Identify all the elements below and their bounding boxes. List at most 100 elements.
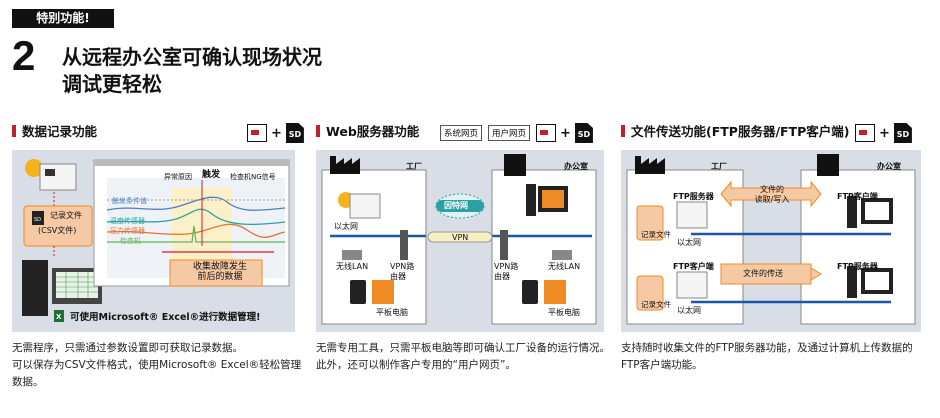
title-line-2: 调试更轻松	[62, 72, 162, 96]
plc-icon	[676, 271, 708, 299]
ng-signal-label: 检查机NG信号	[230, 173, 276, 181]
file-transfer-illustration	[626, 154, 916, 325]
sd-card-icon: SD	[574, 123, 593, 143]
desc-file-transfer: 支持随时收集文件的FTP服务器功能，及通过计算机上传数据的 FTP客户端功能。	[621, 340, 931, 374]
desc-line-2: FTP客户端功能。	[621, 359, 703, 371]
tablet-icon	[350, 280, 366, 304]
section-title-data-logging: 数据记录功能	[12, 124, 97, 140]
desc-line-2: 可以保存为CSV文件格式，使用Microsoft® Excel®轻松管理数据。	[12, 359, 302, 388]
panel-file-transfer: 工厂 办公室 FTP服务器 FTP客户端 文件的 读取/写入 记录文件 以太网 …	[621, 150, 921, 332]
pc-tower-icon	[526, 184, 536, 216]
ftp-server-label-office: FTP服务器	[837, 262, 878, 271]
tablet-icon	[522, 280, 538, 304]
abnormal-cause-label: 异常原因	[164, 173, 192, 181]
section-title-text: 文件传送功能(FTP服务器/FTP客户端)	[631, 124, 850, 139]
record-file-label: 记录文件	[641, 230, 671, 239]
factory-icon	[635, 156, 665, 174]
trigger-label: 触发	[202, 170, 221, 180]
router-icon	[342, 250, 362, 260]
pc-icon	[855, 124, 875, 142]
sd-card-icon: SD	[285, 123, 304, 143]
panel-data-logging: SD X 记录文件 (CSV文件) 异常原因 触发 检查机NG信号 触发条件值	[12, 150, 295, 332]
panel-web-server: 工厂 办公室 因特网 VPN 以太网 无线LAN VPN路由器 平板电脑 VPN…	[316, 150, 604, 332]
file-send-label: 文件的传送	[743, 269, 783, 278]
section-title-web-server: Web服务器功能	[316, 124, 419, 140]
factory-label: 工厂	[406, 162, 422, 171]
wlan-label: 无线LAN	[336, 262, 369, 271]
internet-label: 因特网	[444, 201, 468, 210]
section-title-file-transfer: 文件传送功能(FTP服务器/FTP客户端)	[621, 124, 849, 140]
sun-icon	[25, 159, 43, 177]
plc-icon	[349, 193, 381, 219]
pc-tower-icon	[22, 260, 48, 316]
fault-data-label: 收集故障发生 前后的数据	[180, 262, 260, 282]
office-label: 办公室	[564, 162, 588, 171]
office-building-icon	[504, 154, 526, 176]
page-title: 从远程办公室可确认现场状况 调试更轻松	[62, 44, 322, 98]
plus-icon: +	[271, 125, 282, 141]
desc-data-logging: 无需程序，只需通过参数设置即可获取记录数据。 可以保存为CSV文件格式，使用Mi…	[12, 340, 302, 391]
ftp-client-label: FTP客户端	[837, 192, 878, 201]
red-marker-icon	[12, 125, 16, 137]
ethernet-label: 以太网	[334, 222, 358, 231]
red-marker-icon	[621, 125, 625, 137]
file-rw-line-1: 文件的	[760, 185, 784, 194]
svg-text:SD: SD	[34, 217, 41, 223]
tablet-label: 平板电脑	[376, 308, 408, 317]
office-building-icon	[817, 154, 839, 176]
fault-data-line-2: 前后的数据	[197, 272, 243, 282]
desc-line-1: 无需程序，只需通过参数设置即可获取记录数据。	[12, 342, 243, 354]
sd-card-icon: SD	[893, 123, 912, 143]
plus-icon: +	[560, 125, 571, 141]
pc-tower-icon	[847, 266, 857, 298]
plc-icon	[39, 163, 77, 191]
svg-text:X: X	[56, 313, 62, 321]
vpn-router-icon	[400, 230, 408, 260]
desc-line-1: 支持随时收集文件的FTP服务器功能，及通过计算机上传数据的	[621, 342, 913, 354]
red-marker-icon	[316, 125, 320, 137]
plc-icon	[676, 201, 708, 229]
file-rw-label: 文件的 读取/写入	[747, 185, 797, 205]
vpn-router-icon	[500, 230, 508, 260]
pc-plus-sd-icons: +SD	[247, 123, 304, 143]
web-page-tabs: 系统网页 用户网页 +SD	[440, 123, 593, 143]
factory-icon	[330, 156, 360, 174]
office-label: 办公室	[877, 162, 901, 171]
desc-web-server: 无需专用工具，只需平板电脑等即可确认工厂设备的运行情况。 此外，还可以制作客户专…	[316, 340, 616, 374]
vpn-label: VPN	[452, 233, 469, 242]
pc-plus-sd-icons: +SD	[855, 123, 912, 143]
ethernet-label: 以太网	[677, 238, 701, 247]
tab-user-web: 用户网页	[488, 125, 531, 141]
title-line-1: 从远程办公室可确认现场状况	[62, 45, 322, 69]
data-logging-illustration: SD X	[22, 159, 290, 322]
tablet-label-office: 平板电脑	[548, 308, 580, 317]
trigger-cond-label: 触发条件值	[112, 197, 147, 205]
pc-tower-icon	[847, 196, 857, 228]
wlan-label-office: 无线LAN	[548, 262, 581, 271]
pressure-sensor-label: 压力传感器	[110, 227, 145, 235]
pc-icon	[247, 124, 267, 142]
inspector-label: 检查机	[120, 237, 141, 245]
plus-icon: +	[879, 125, 890, 141]
section-title-text: Web服务器功能	[326, 124, 420, 139]
excel-note: 可使用Microsoft® Excel®进行数据管理!	[70, 312, 261, 323]
tab-system-web: 系统网页	[440, 125, 483, 141]
section-title-text: 数据记录功能	[22, 124, 98, 139]
feature-tag: 特别功能!	[12, 9, 114, 28]
csv-label: (CSV文件)	[38, 226, 77, 235]
web-server-illustration	[321, 154, 597, 325]
temp-sensor-label: 温度传感器	[110, 217, 145, 225]
fault-data-line-1: 收集故障发生	[192, 262, 247, 272]
vpn-router-label-office: VPN路由器	[494, 262, 519, 281]
desc-line-1: 无需专用工具，只需平板电脑等即可确认工厂设备的运行情况。	[316, 342, 610, 354]
feature-number: 2	[12, 32, 36, 79]
router-icon	[552, 250, 572, 260]
pc-icon	[536, 124, 557, 142]
record-file-label-2: 记录文件	[641, 300, 671, 309]
ftp-server-label: FTP服务器	[673, 192, 714, 201]
excel-icon	[54, 310, 64, 322]
desc-line-2: 此外，还可以制作客户专用的“用户网页”。	[316, 359, 516, 371]
sd-card-icon	[32, 211, 44, 225]
ftp-client-label-factory: FTP客户端	[673, 262, 714, 271]
ethernet-label-2: 以太网	[677, 306, 701, 315]
